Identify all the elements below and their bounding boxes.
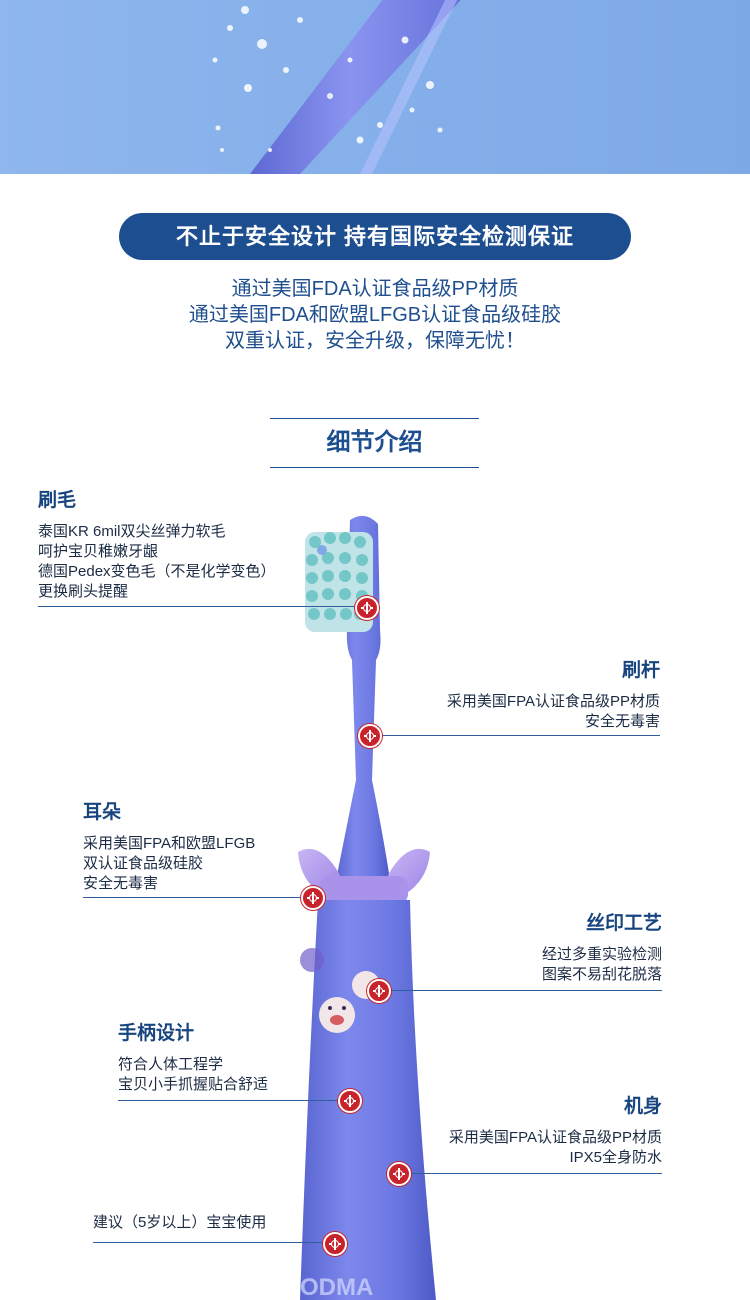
callout-bristles-line: 更换刷头提醒: [38, 583, 129, 600]
age-hotspot-icon: [323, 1232, 347, 1256]
section-title: 细节介绍: [270, 418, 479, 468]
callout-ears-line: 安全无毒害: [83, 875, 159, 892]
print-hotspot-icon: [367, 979, 391, 1003]
callout-ears-line: 采用美国FPA和欧盟LFGB: [83, 835, 256, 852]
callout-ears-title: 耳朵: [83, 802, 122, 823]
callout-handle-line: 宝贝小手抓握贴合舒适: [118, 1076, 269, 1093]
callout-shaft-line: 安全无毒害: [584, 713, 660, 730]
callout-bristles-line: 德国Pedex变色毛（不是化学变色）: [38, 563, 276, 580]
callout-ears-line: 双认证食品级硅胶: [83, 855, 204, 872]
age-leader-line: [93, 1242, 329, 1243]
callout-shaft-line: 采用美国FPA认证食品级PP材质: [446, 693, 660, 710]
ears-hotspot-icon: [301, 886, 325, 910]
handle-leader-line: [118, 1100, 340, 1101]
callout-shaft: 刷杆 采用美国FPA认证食品级PP材质 安全无毒害: [447, 655, 660, 732]
intro-line-3: 双重认证，安全升级，保障无忧！: [225, 330, 525, 352]
callout-bristles: 刷毛 泰国KR 6mil双尖丝弹力软毛 呵护宝贝稚嫩牙龈 德国Pedex变色毛（…: [38, 485, 276, 602]
callout-body: 机身 采用美国FPA认证食品级PP材质 IPX5全身防水: [449, 1091, 662, 1168]
bristles-leader-line: [38, 606, 356, 607]
callout-age: 建议（5岁以上）宝宝使用: [93, 1213, 266, 1233]
callout-body-title: 机身: [623, 1096, 662, 1117]
callout-ears: 耳朵 采用美国FPA和欧盟LFGB 双认证食品级硅胶 安全无毒害: [83, 797, 255, 894]
body-hotspot-icon: [387, 1162, 411, 1186]
callout-print: 丝印工艺 经过多重实验检测 图案不易刮花脱落: [542, 908, 662, 985]
callout-body-line: 采用美国FPA认证食品级PP材质: [448, 1129, 662, 1146]
callout-body-line: IPX5全身防水: [569, 1149, 662, 1166]
shaft-leader-line: [372, 735, 660, 736]
handle-hotspot-icon: [338, 1089, 362, 1113]
callout-handle-title: 手柄设计: [118, 1023, 195, 1044]
print-leader-line: [380, 990, 662, 991]
callout-age-line: 建议（5岁以上）宝宝使用: [93, 1214, 267, 1231]
bristles-hotspot-icon: [355, 596, 379, 620]
callout-print-line: 图案不易刮花脱落: [541, 966, 662, 983]
hero-image: [0, 0, 750, 174]
intro-line-2: 通过美国FDA和欧盟LFGB认证食品级硅胶: [188, 304, 562, 326]
callout-handle-line: 符合人体工程学: [118, 1056, 224, 1073]
water-splash-illustration: [212, 0, 461, 174]
safety-banner: 不止于安全设计 持有国际安全检测保证: [119, 213, 631, 260]
callout-print-line: 经过多重实验检测: [541, 946, 662, 963]
callout-bristles-line: 泰国KR 6mil双尖丝弹力软毛: [38, 523, 226, 540]
intro-line-1: 通过美国FDA认证食品级PP材质: [231, 278, 519, 300]
callout-bristles-title: 刷毛: [38, 490, 77, 511]
svg-text:ODMA: ODMA: [300, 1274, 373, 1300]
shaft-hotspot-icon: [358, 724, 382, 748]
callout-handle: 手柄设计 符合人体工程学 宝贝小手抓握贴合舒适: [118, 1018, 268, 1095]
callout-print-title: 丝印工艺: [585, 913, 662, 934]
callout-bristles-line: 呵护宝贝稚嫩牙龈: [38, 543, 159, 560]
callout-shaft-title: 刷杆: [621, 660, 660, 681]
ears-leader-line: [83, 897, 303, 898]
body-leader-line: [400, 1173, 662, 1174]
